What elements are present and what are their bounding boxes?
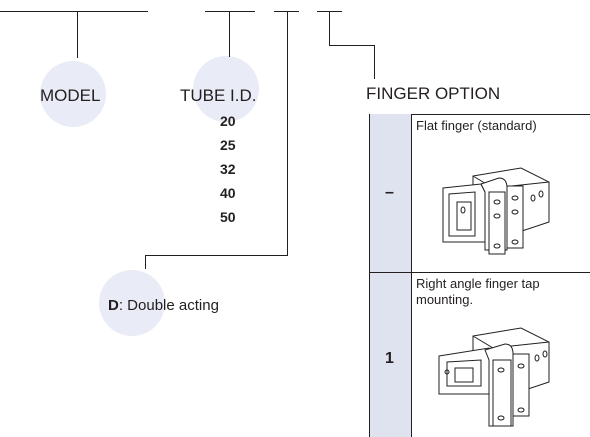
tube-circle — [193, 56, 259, 122]
finger-connector-horizontal — [329, 45, 375, 46]
finger-connector-drop — [374, 45, 375, 79]
tube-size-40: 40 — [220, 185, 236, 201]
action-separator: : — [118, 297, 124, 314]
action-connector-drop — [145, 255, 146, 269]
action-text: Double acting — [123, 297, 219, 314]
flat-finger-illustration — [442, 167, 550, 255]
finger-option-label: FINGER OPTION — [366, 84, 501, 103]
action-connector-horizontal — [145, 255, 288, 256]
action-label: D: Double acting — [108, 297, 219, 314]
desc-right-angle: Right angle finger tap mounting. — [416, 276, 540, 307]
top-segment-tube — [205, 11, 255, 12]
action-circle — [99, 270, 165, 336]
finger-connector-vertical — [329, 11, 330, 46]
code-right-angle: 1 — [385, 350, 394, 367]
tube-size-20: 20 — [220, 113, 236, 129]
model-circle — [40, 61, 106, 127]
action-code: D — [108, 297, 119, 314]
top-segment-action — [274, 11, 299, 12]
tube-size-25: 25 — [220, 137, 236, 153]
tube-connector — [229, 11, 230, 57]
code-cell-right-angle — [369, 273, 412, 437]
model-connector — [77, 11, 78, 58]
table-middle-rule — [369, 272, 590, 273]
tube-size-32: 32 — [220, 161, 236, 177]
desc-flat: Flat finger (standard) — [416, 118, 537, 133]
action-connector-vertical — [287, 11, 288, 256]
code-cell-flat — [369, 114, 412, 272]
model-label: MODEL — [40, 86, 101, 105]
tube-id-label: TUBE I.D. — [180, 86, 257, 105]
table-top-rule — [369, 114, 590, 115]
tube-size-50: 50 — [220, 209, 236, 225]
finger-option-table: – Flat finger (standard) 1 Right a — [369, 114, 590, 437]
top-segment-model — [0, 11, 148, 12]
right-angle-finger-illustration — [438, 327, 550, 427]
code-flat: – — [385, 184, 394, 201]
